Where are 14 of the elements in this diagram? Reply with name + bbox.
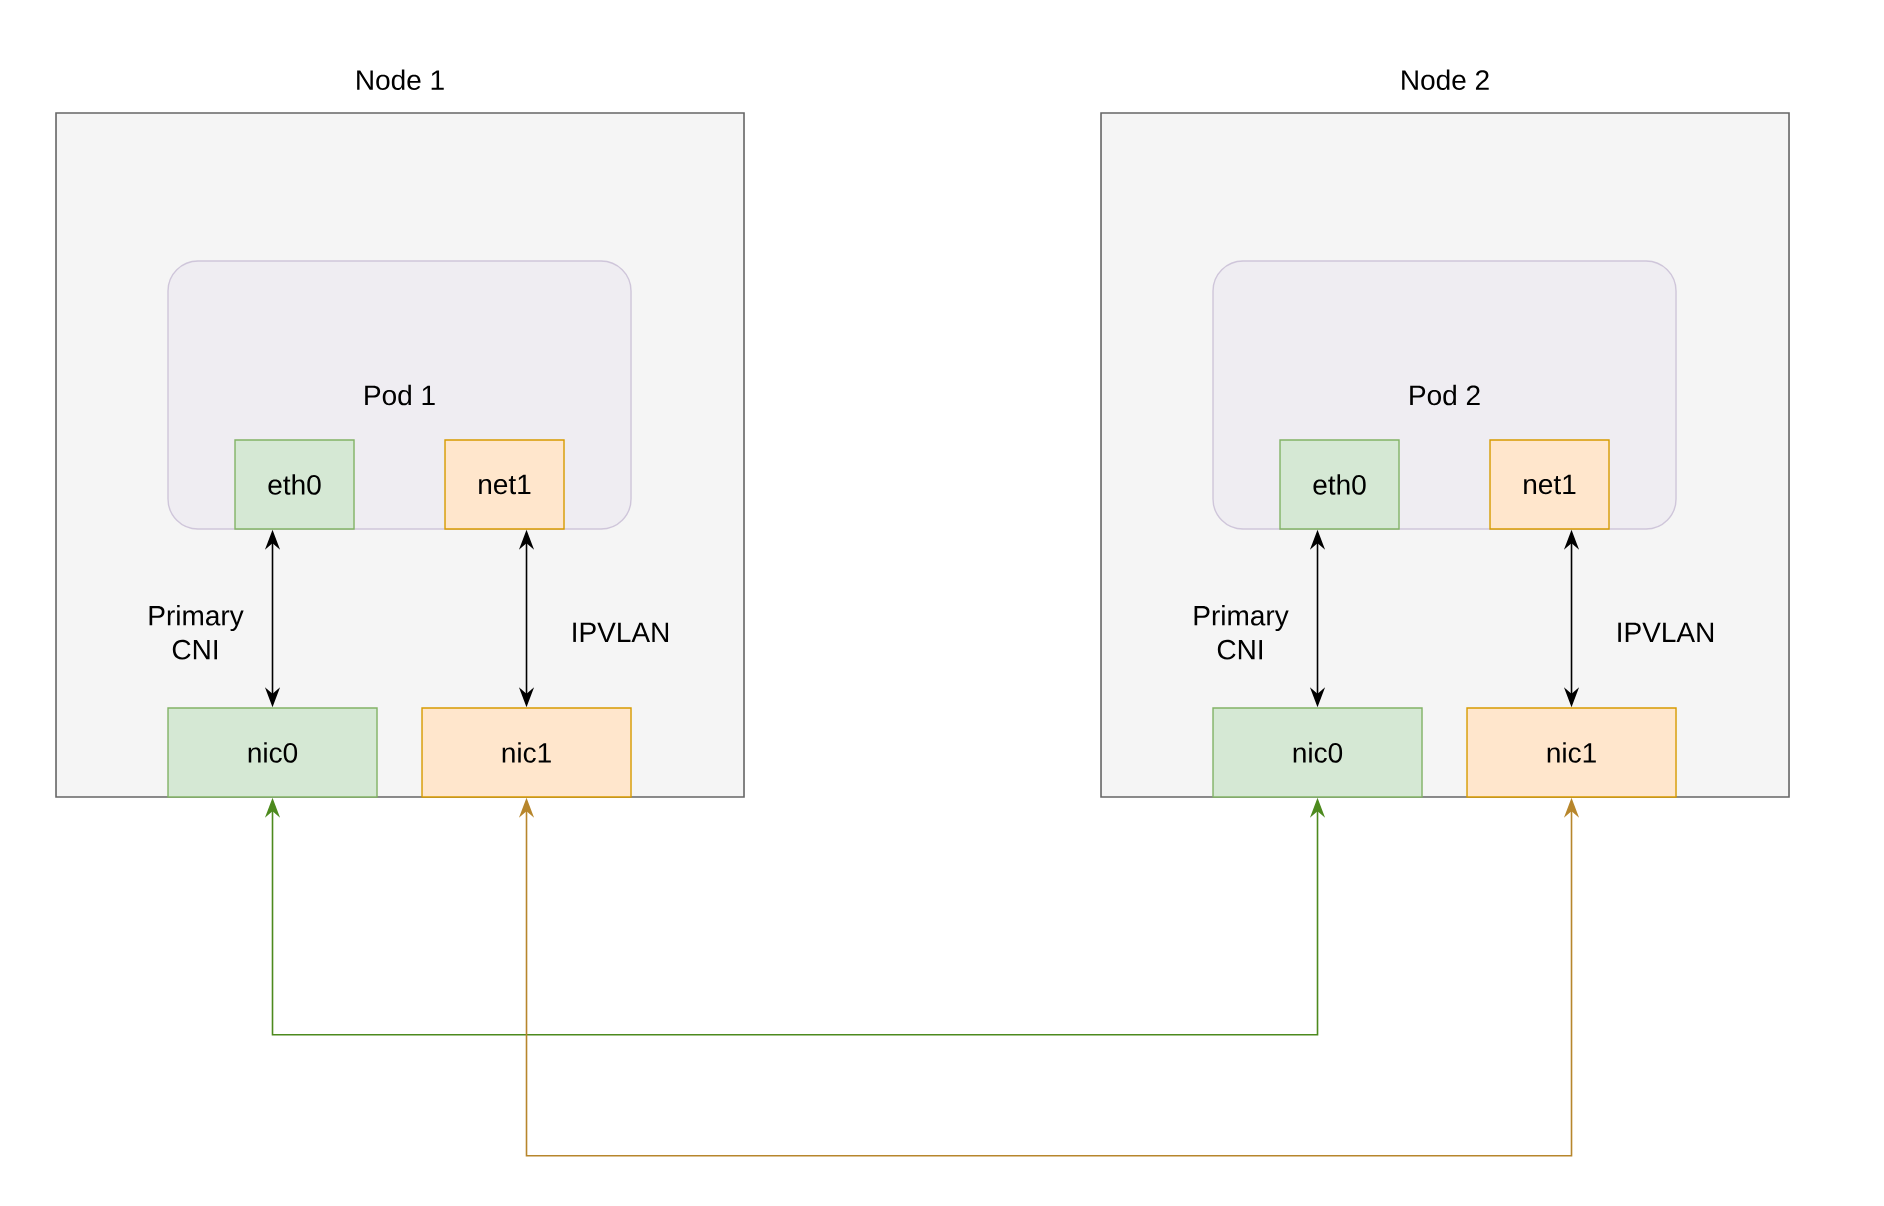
interface-box: nic0 (1212, 707, 1423, 798)
node-label: Node 1 (357, 69, 444, 90)
interface-box: net1 (444, 439, 565, 530)
node-label: Node 2 (1402, 69, 1489, 90)
interface-box: nic1 (421, 707, 632, 798)
interface-box: nic0 (167, 707, 378, 798)
interface-box: eth0 (234, 439, 355, 530)
interface-box: eth0 (1279, 439, 1400, 530)
edge-label: Primary CNI (1194, 605, 1289, 660)
interface-box: nic1 (1466, 707, 1677, 798)
edge-label: Primary CNI (149, 605, 244, 660)
edge-label: IPVLAN (1618, 622, 1714, 642)
interface-box: net1 (1489, 439, 1610, 530)
edge-label: IPVLAN (573, 622, 669, 642)
